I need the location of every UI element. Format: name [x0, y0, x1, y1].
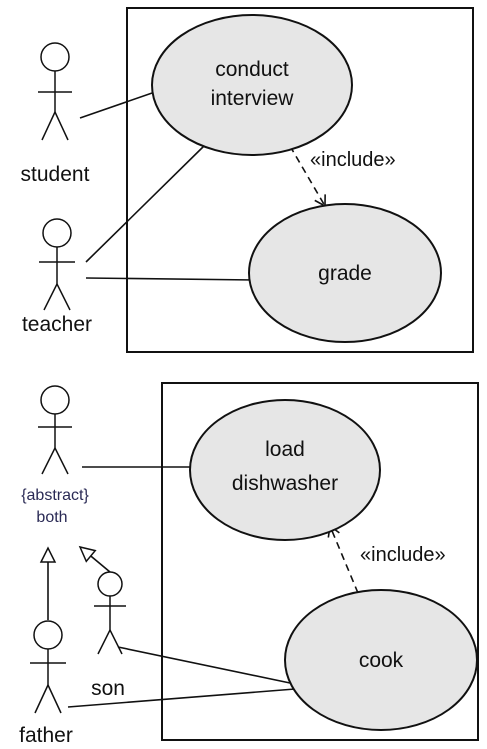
association-student-conduct-interview — [79, 91, 156, 119]
actor-student[interactable]: student — [21, 42, 90, 186]
stick-figure-icon — [30, 620, 66, 714]
stick-figure-icon — [39, 218, 75, 311]
use-case-label-line2: interview — [211, 87, 295, 110]
top-diagram: «include» conduct interview grade studen… — [21, 7, 474, 353]
stick-figure-icon — [38, 385, 72, 475]
association-teacher-grade — [85, 277, 256, 281]
system-boundary-top — [126, 7, 474, 353]
include-label-top: «include» — [310, 149, 396, 171]
association-teacher-conduct-interview — [85, 144, 206, 263]
include-label-bottom: «include» — [360, 544, 446, 566]
use-case-grade[interactable]: grade — [248, 203, 442, 343]
actor-label: student — [21, 163, 90, 186]
association-father-cook — [67, 688, 296, 708]
bottom-diagram: «include» load dishwasher cook {abstract… — [19, 382, 479, 747]
system-boundary-bottom — [161, 382, 479, 741]
actor-both[interactable]: {abstract} both — [21, 385, 89, 526]
use-case-conduct-interview[interactable]: conduct interview — [151, 14, 353, 156]
actor-father[interactable]: father — [19, 620, 73, 747]
actor-label: son — [91, 677, 125, 700]
actor-son[interactable]: son — [91, 571, 126, 700]
generalization-son-both — [78, 545, 111, 573]
actor-teacher[interactable]: teacher — [22, 218, 92, 336]
use-case-cook[interactable]: cook — [284, 589, 478, 731]
stick-figure-icon — [94, 571, 126, 655]
actor-label: father — [19, 724, 73, 747]
include-dependency-bottom — [327, 524, 359, 594]
actor-label: both — [36, 509, 67, 526]
use-case-label: grade — [318, 262, 372, 285]
stick-figure-icon — [38, 42, 72, 141]
use-case-label-line1: load — [265, 438, 305, 461]
use-case-label-line1: conduct — [215, 58, 289, 81]
actor-stereotype: {abstract} — [21, 487, 89, 504]
use-case-label: cook — [359, 649, 404, 672]
association-son-cook — [117, 646, 291, 684]
use-case-load-dishwasher[interactable]: load dishwasher — [189, 399, 381, 541]
use-case-label-line2: dishwasher — [232, 472, 338, 495]
actor-label: teacher — [22, 313, 92, 336]
